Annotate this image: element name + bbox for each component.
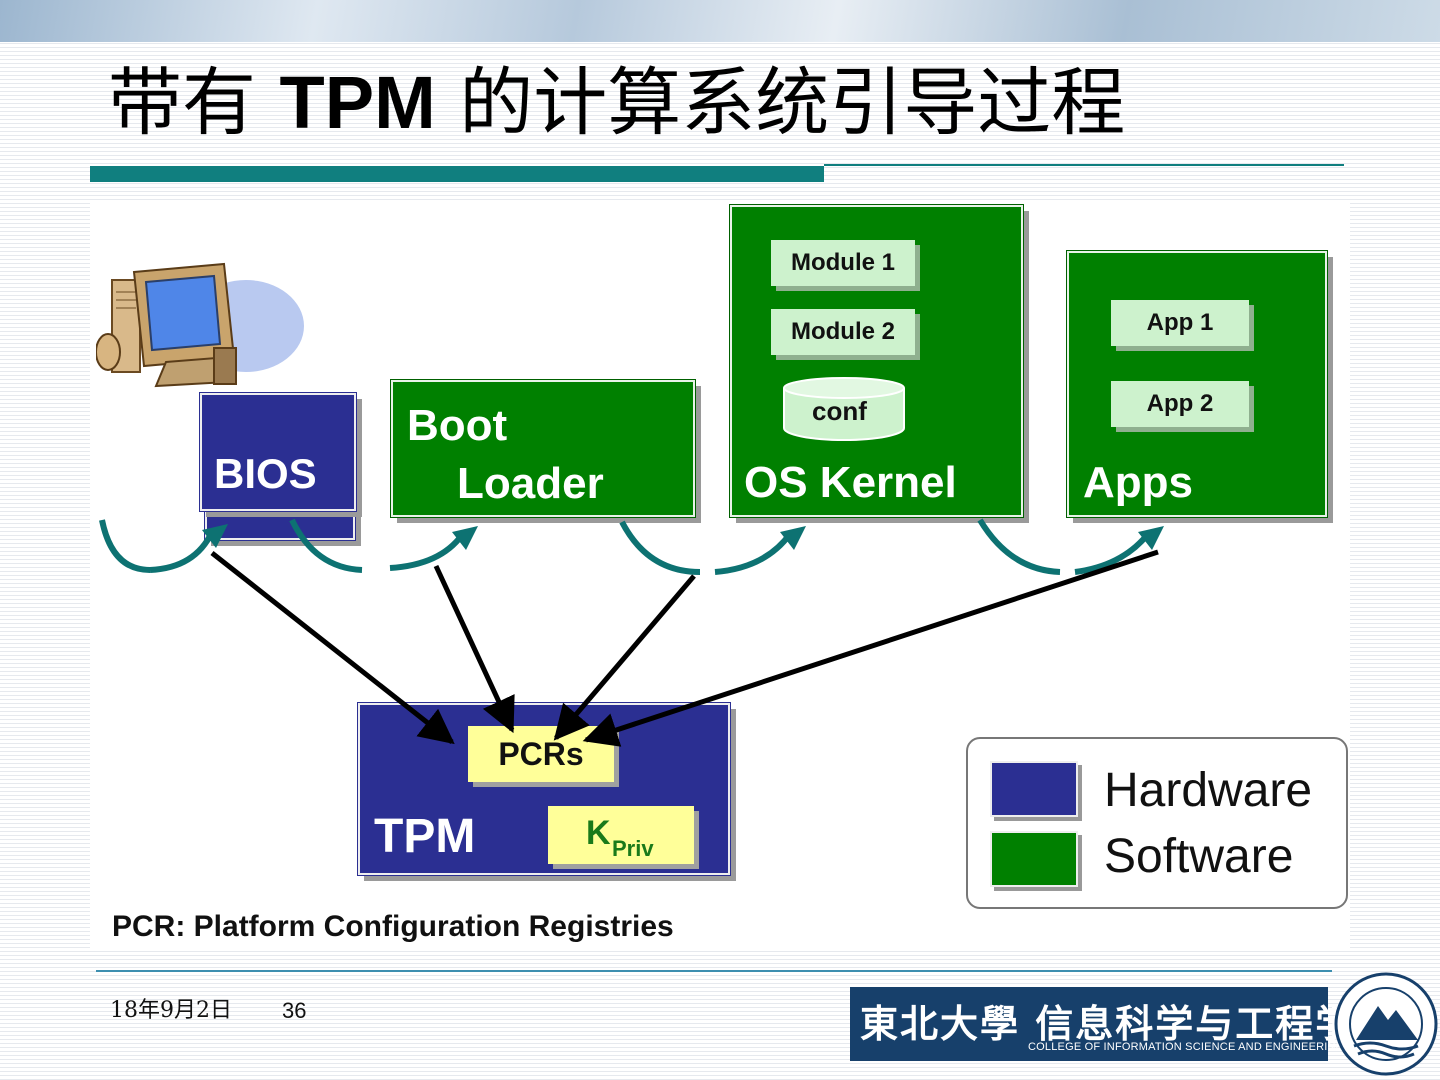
legend: Hardware Software bbox=[966, 737, 1348, 909]
flow-arrowhead-3 bbox=[780, 526, 806, 550]
legend-hardware-swatch bbox=[990, 761, 1078, 817]
kpriv-chip: K Priv bbox=[548, 806, 694, 864]
computer-icon bbox=[96, 262, 304, 388]
flow-curve-1 bbox=[99, 519, 151, 573]
bootloader-label-line1: Boot bbox=[407, 401, 508, 450]
flow-curve-7 bbox=[977, 518, 1061, 575]
conf-database-icon bbox=[783, 377, 905, 441]
module2-chip: Module 2 bbox=[771, 309, 915, 355]
pcr-caption: PCR: Platform Configuration Registries bbox=[112, 910, 674, 943]
bootloader-label-line2: Loader bbox=[457, 459, 604, 508]
measure-arrow-bootloader bbox=[433, 564, 515, 734]
title-underline-thin bbox=[824, 164, 1344, 166]
flow-arrowhead-2 bbox=[452, 526, 478, 550]
title-underline-thick bbox=[90, 166, 824, 182]
kpriv-main: K bbox=[586, 814, 611, 852]
flow-curve-3 bbox=[289, 518, 363, 573]
slide-date: 18年9月2日 bbox=[110, 998, 232, 1023]
oskernel-label: OS Kernel bbox=[744, 458, 957, 507]
measure-arrow-bios bbox=[210, 551, 455, 745]
flow-curve-5 bbox=[619, 520, 701, 575]
bios-box: BIOS bbox=[199, 392, 357, 512]
page-number: 36 bbox=[282, 998, 307, 1023]
bios-label: BIOS bbox=[214, 450, 317, 497]
legend-software-swatch bbox=[990, 831, 1078, 887]
flow-arrowhead-4 bbox=[1138, 526, 1164, 550]
module1-chip: Module 1 bbox=[771, 240, 915, 286]
footer-rule bbox=[96, 970, 1332, 972]
top-banner bbox=[0, 0, 1440, 42]
college-name-cn: 東北大學 信息科学与工程学院 bbox=[860, 1001, 1396, 1046]
kpriv-sub: Priv bbox=[612, 836, 654, 861]
apps-label: Apps bbox=[1083, 458, 1193, 507]
flow-arrowhead-1 bbox=[202, 524, 228, 548]
legend-hardware-label: Hardware bbox=[1104, 764, 1313, 817]
measure-arrow-apps bbox=[582, 549, 1159, 747]
legend-software-label: Software bbox=[1104, 830, 1294, 883]
conf-label: conf bbox=[812, 396, 867, 426]
app1-chip: App 1 bbox=[1111, 300, 1249, 346]
measure-arrow-oskernel bbox=[553, 574, 696, 741]
flow-curve-4 bbox=[389, 533, 465, 571]
flow-curve-6 bbox=[714, 532, 793, 575]
college-logo-banner: 東北大學 信息科学与工程学院 COLLEGE OF INFORMATION SC… bbox=[850, 987, 1393, 1061]
college-name-en: COLLEGE OF INFORMATION SCIENCE AND ENGIN… bbox=[1028, 1041, 1345, 1053]
tpm-label: TPM bbox=[374, 810, 476, 863]
bootloader-box: Boot Loader bbox=[390, 379, 696, 518]
app2-chip: App 2 bbox=[1111, 381, 1249, 427]
flow-curve-2 bbox=[149, 530, 215, 573]
flow-curve-8 bbox=[1074, 532, 1151, 575]
slide-title: 带有 TPM 的计算系统引导过程 bbox=[108, 60, 1126, 146]
university-seal-icon bbox=[1334, 972, 1438, 1076]
